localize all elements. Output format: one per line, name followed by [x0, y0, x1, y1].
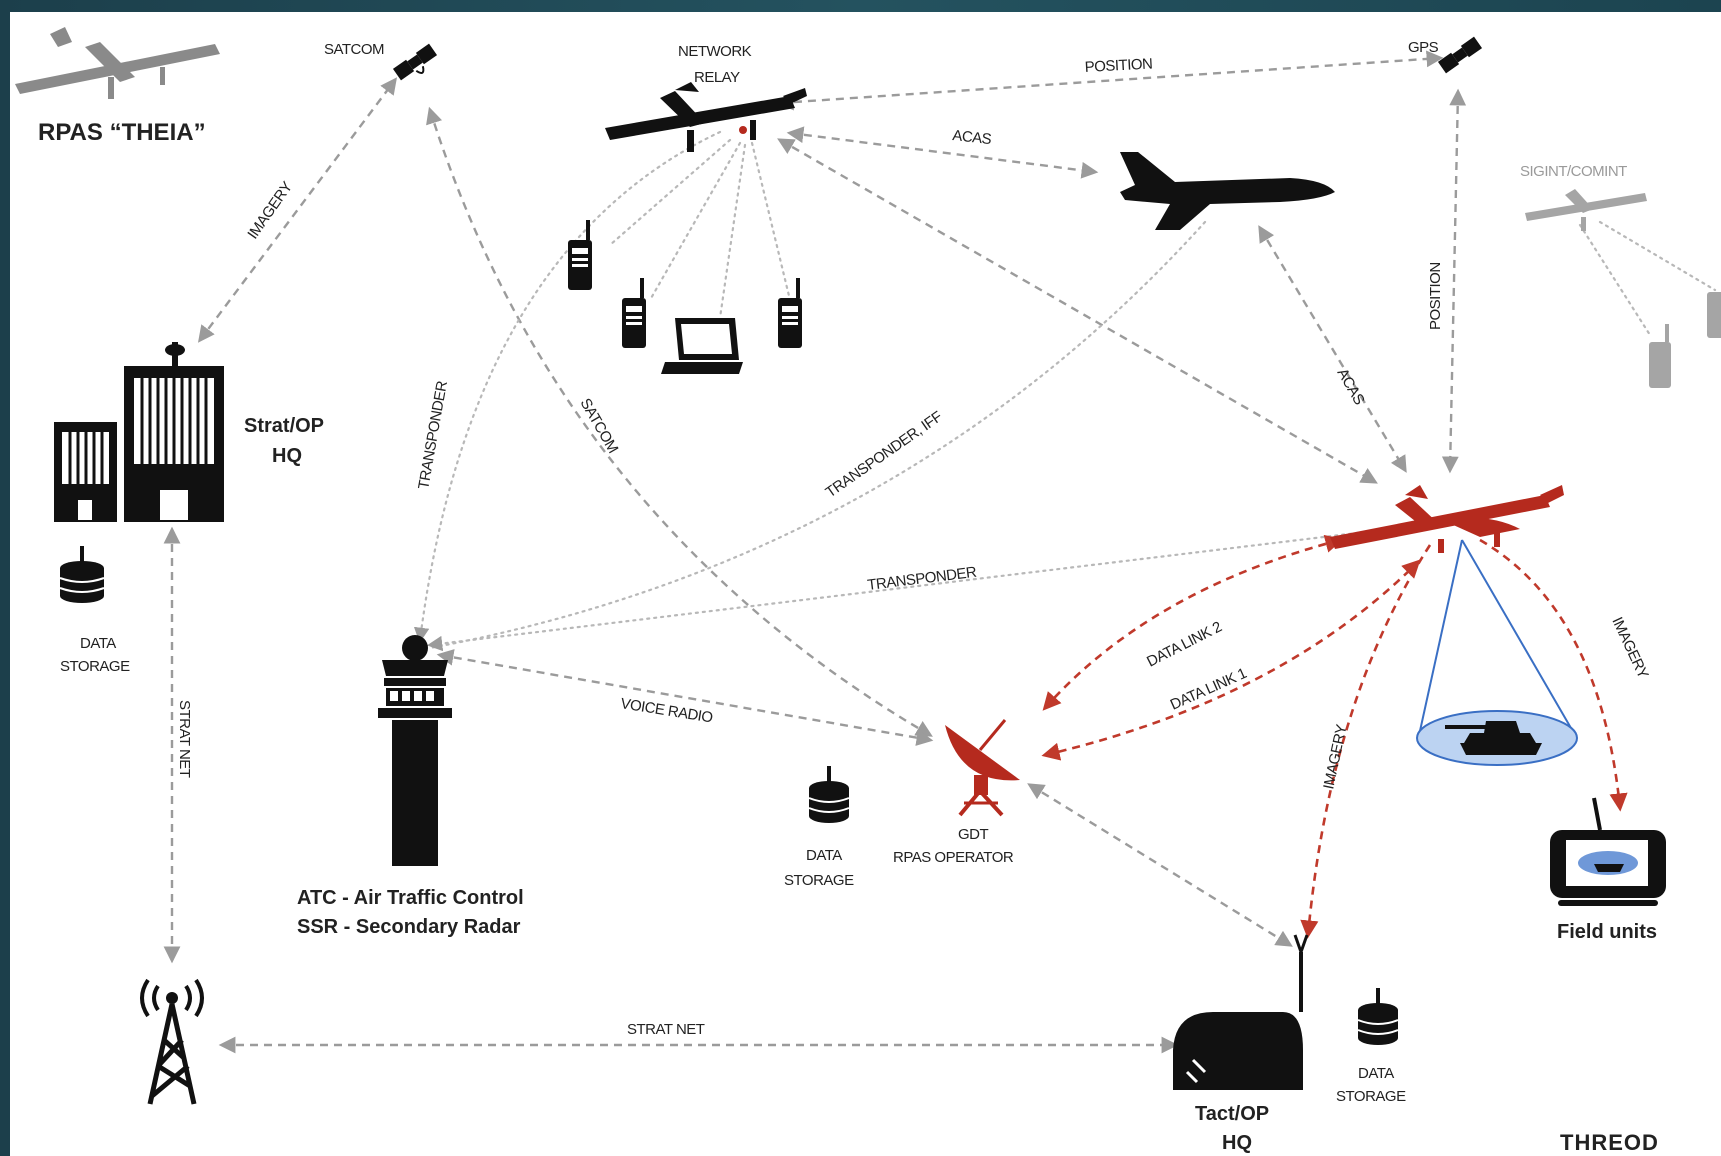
data-storage-1-label-2: STORAGE: [60, 658, 130, 675]
label-transponder-relay: TRANSPONDER: [415, 379, 451, 490]
label-voice-radio: VOICE RADIO: [619, 695, 713, 726]
radio-icon: [1649, 324, 1671, 388]
fighter-jet-icon: [1120, 152, 1335, 230]
satcom-satellite-icon: [392, 43, 438, 81]
laptop-icon: [661, 318, 743, 374]
label-acas-top: ACAS: [952, 127, 993, 148]
link-acas-relay-fighter: [786, 126, 1099, 179]
radio-icon: [778, 278, 802, 348]
data-storage-1-label-1: DATA: [80, 635, 116, 652]
link-transponder-relay-atc: [413, 130, 722, 644]
network-relay-label-1: NETWORK: [678, 43, 752, 60]
radio-icon: [1707, 292, 1721, 338]
link-satcom-gdt: [426, 106, 933, 737]
gps-satellite-icon: [1437, 36, 1483, 74]
strat-hq-building-icon: [54, 342, 224, 522]
atc-label-1: ATC - Air Traffic Control: [297, 887, 524, 909]
strat-hq-label-1: Strat/OP: [244, 415, 324, 437]
cell-tower-icon: [140, 978, 204, 1105]
label-strat-net-vertical: STRAT NET: [176, 700, 193, 778]
atc-tower-icon: [378, 635, 452, 866]
field-units-tablet-icon: [1550, 797, 1666, 906]
rpas-drone-icon: [1330, 485, 1564, 553]
network-diagram: IMAGERY POSITION ACAS ACAS POSITION TRAN…: [15, 27, 1721, 1155]
radio-icon: [568, 220, 592, 290]
sigint-drone-icon: [1525, 189, 1647, 231]
data-storage-3-label-2: STORAGE: [1336, 1088, 1406, 1105]
data-storage-icon: [808, 766, 850, 823]
gps-label: GPS: [1408, 39, 1439, 56]
link-relay-radio-3: [750, 141, 792, 302]
label-position-top: POSITION: [1084, 55, 1152, 76]
rpas-logo-drone-icon: [15, 27, 220, 99]
atc-label-2: SSR - Secondary Radar: [297, 916, 521, 938]
link-imagery-rpas-tacthq: [1300, 544, 1432, 939]
link-data-link-1: [1041, 559, 1421, 761]
gdt-dish-icon: [945, 719, 1020, 817]
data-storage-2-label-1: DATA: [806, 847, 842, 864]
gdt-label-2: RPAS OPERATOR: [893, 849, 1014, 866]
tact-hq-label-2: HQ: [1222, 1132, 1252, 1154]
data-storage-icon: [1357, 988, 1399, 1045]
link-position-relay-gps: [776, 50, 1444, 111]
label-position-right: POSITION: [1427, 262, 1444, 330]
tact-hq-tent-icon: [1173, 934, 1309, 1090]
strat-hq-label-2: HQ: [272, 445, 302, 467]
link-position-gps-rpas: [1441, 88, 1467, 474]
gdt-label-1: GDT: [958, 826, 989, 843]
link-sigint-1: [1578, 223, 1652, 337]
links-layer: [163, 50, 1717, 1054]
link-acas-fighter-rpas: [1258, 225, 1407, 473]
label-transponder-rpas: TRANSPONDER: [866, 564, 977, 594]
network-relay-label-2: RELAY: [694, 69, 740, 86]
label-transponder-iff: TRANSPONDER, IFF: [823, 408, 946, 501]
link-imagery-rpas-field: [1479, 538, 1628, 812]
link-relay-radio-2: [648, 141, 742, 302]
tact-hq-label-1: Tact/OP: [1195, 1103, 1269, 1125]
brand-logo: THREOD: [1560, 1130, 1659, 1155]
link-relay-laptop: [718, 143, 747, 320]
label-satcom-curve: SATCOM: [577, 396, 622, 457]
satcom-label: SATCOM: [324, 41, 384, 58]
diagram-title: RPAS “THEIA”: [38, 119, 206, 146]
tank-icon: [1445, 721, 1542, 755]
label-data-link-2: DATA LINK 2: [1144, 618, 1224, 670]
network-relay-drone-icon: [605, 82, 807, 152]
diagram-canvas: IMAGERY POSITION ACAS ACAS POSITION TRAN…: [10, 12, 1721, 1156]
field-units-label: Field units: [1557, 921, 1657, 943]
data-storage-icon: [59, 546, 105, 603]
label-imagery-satcom: IMAGERY: [244, 179, 296, 243]
sigint-label: SIGINT/COMINT: [1520, 163, 1627, 180]
link-data-link-2: [1042, 534, 1344, 711]
data-storage-2-label-2: STORAGE: [784, 872, 854, 889]
label-imagery-tact: IMAGERY: [1320, 723, 1350, 791]
link-gdt-tacthq: [1027, 783, 1293, 947]
link-voice-radio: [436, 649, 934, 746]
label-imagery-field: IMAGERY: [1608, 615, 1651, 682]
link-sigint-2: [1598, 220, 1717, 292]
link-imagery-satcom: [197, 77, 398, 343]
link-relay-radio-1: [608, 138, 732, 247]
radio-icon: [622, 278, 646, 348]
data-storage-3-label-1: DATA: [1358, 1065, 1394, 1082]
link-transponder-iff: [428, 220, 1207, 650]
label-acas-right: ACAS: [1334, 366, 1368, 409]
label-strat-net-horizontal: STRAT NET: [627, 1021, 705, 1038]
